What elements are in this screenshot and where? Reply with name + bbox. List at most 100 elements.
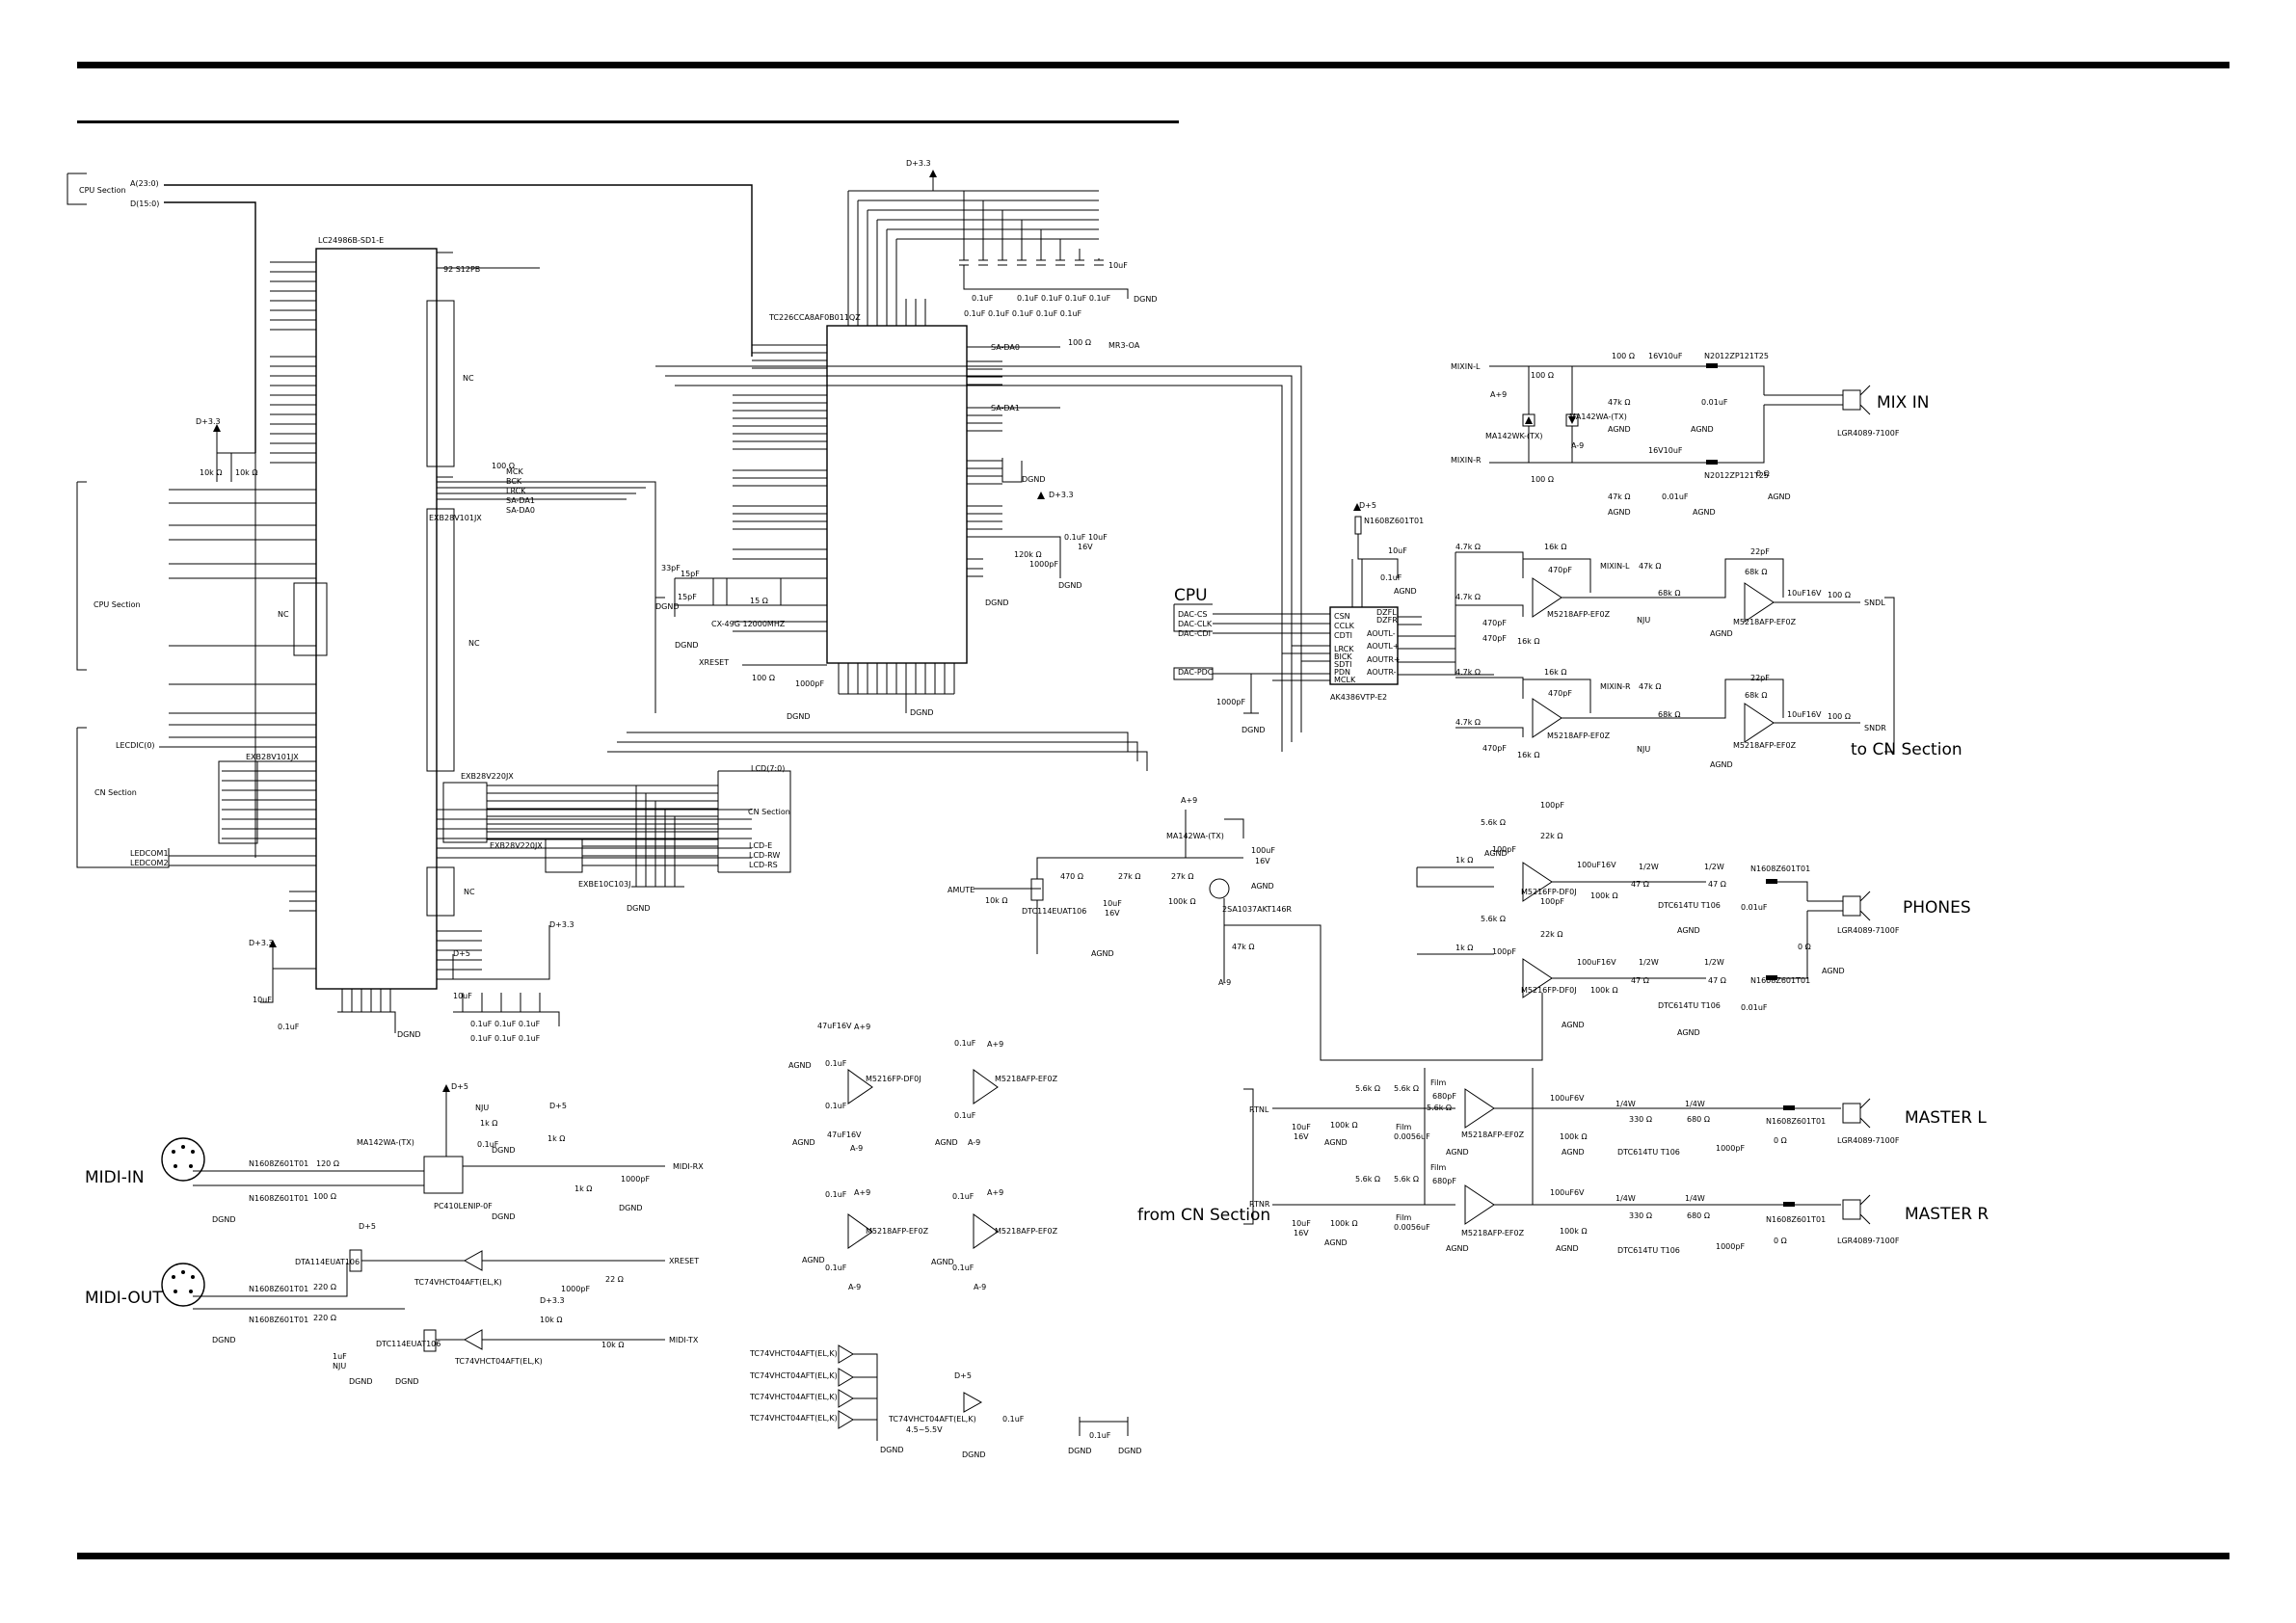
svg-text:DTC114EUAT106: DTC114EUAT106 [376, 1340, 441, 1348]
from-cn-section-label: from CN Section [1137, 1206, 1270, 1225]
svg-text:100uF16V: 100uF16V [1577, 861, 1616, 869]
addr-bus-label: A(23:0) [130, 179, 159, 188]
svg-text:N1608Z601T01: N1608Z601T01 [249, 1285, 308, 1293]
svg-text:LRCK: LRCK [506, 487, 526, 495]
svg-text:470pF: 470pF [1548, 689, 1572, 698]
svg-text:TC74VHCT04AFT(EL,K): TC74VHCT04AFT(EL,K) [749, 1393, 838, 1401]
svg-text:AGND: AGND [802, 1256, 825, 1264]
mixin-r-label: MIXIN-R [1451, 456, 1482, 465]
svg-text:16V: 16V [1255, 857, 1270, 865]
svg-text:N1608Z601T01: N1608Z601T01 [1750, 865, 1810, 873]
svg-text:AGND: AGND [1691, 425, 1714, 434]
svg-text:NJU: NJU [333, 1362, 346, 1370]
svg-text:100k Ω: 100k Ω [1590, 891, 1618, 900]
svg-text:0.1uF: 0.1uF [477, 1140, 499, 1149]
gate-array-ic: LC24986B-SD1-E 92 S12PB [169, 236, 752, 990]
svg-text:N2012ZP121T25: N2012ZP121T25 [1704, 471, 1769, 480]
svg-text:Film: Film [1396, 1123, 1411, 1131]
svg-text:NJU: NJU [1637, 745, 1650, 754]
svg-text:220 Ω: 220 Ω [313, 1314, 336, 1322]
svg-text:10uF16V: 10uF16V [1787, 589, 1822, 598]
svg-text:1000pF: 1000pF [561, 1285, 590, 1293]
svg-text:10uF: 10uF [253, 996, 272, 1004]
svg-text:470pF: 470pF [1482, 744, 1507, 753]
master-l-stage: RTNL 10uF 16V 100k Ω 5.6k Ω 5.6k Ω Film … [1243, 1078, 1987, 1225]
svg-text:33pF: 33pF [661, 564, 681, 572]
svg-text:100k Ω: 100k Ω [1330, 1219, 1358, 1228]
svg-text:DGND: DGND [397, 1030, 421, 1039]
cpu-section-label-left: CPU Section [93, 600, 141, 609]
svg-text:47k Ω: 47k Ω [1232, 943, 1254, 951]
svg-text:100uF6V: 100uF6V [1550, 1094, 1585, 1103]
svg-text:M5218AFP-EF0Z: M5218AFP-EF0Z [866, 1227, 929, 1236]
lcd-bus-label: LCD(7:0) [751, 764, 785, 773]
svg-text:470pF: 470pF [1482, 634, 1507, 643]
svg-text:0.1uF 0.1uF 0.1uF: 0.1uF 0.1uF 0.1uF [470, 1020, 541, 1028]
clock-resistors: 100 Ω MCK BCK LRCK SA-DA1 SA-DA0 EXB28V1… [429, 462, 656, 559]
svg-text:1uF: 1uF [333, 1352, 347, 1361]
svg-text:MCK: MCK [506, 467, 523, 476]
svg-text:N1608Z601T01: N1608Z601T01 [1364, 517, 1424, 525]
svg-text:680 Ω: 680 Ω [1687, 1115, 1710, 1124]
buffer-part-label: TC74VHCT04AFT(EL,K) [888, 1415, 976, 1423]
svg-text:330 Ω: 330 Ω [1629, 1115, 1652, 1124]
svg-text:100k Ω: 100k Ω [1590, 986, 1618, 995]
svg-text:15pF: 15pF [681, 570, 700, 578]
svg-text:0.1uF 10uF: 0.1uF 10uF [1064, 533, 1108, 542]
d33-label-ga2: D+3.3 [549, 920, 574, 929]
svg-text:DGND: DGND [619, 1204, 643, 1212]
d5-label-midi: D+5 [451, 1082, 468, 1091]
d5-label-midi2: D+5 [549, 1102, 567, 1110]
svg-text:AOUTR+: AOUTR+ [1367, 655, 1401, 664]
svg-text:15pF: 15pF [678, 593, 697, 601]
svg-text:AOUTL-: AOUTL- [1367, 629, 1396, 638]
cpu-section-label-top: CPU Section [79, 186, 126, 195]
svg-text:100k Ω: 100k Ω [1330, 1121, 1358, 1130]
cap-10uf-top: 10uF [1108, 261, 1128, 270]
svg-text:10uF: 10uF [1292, 1219, 1311, 1228]
svg-text:NJU: NJU [475, 1104, 489, 1112]
svg-text:0.1uF: 0.1uF [278, 1023, 300, 1031]
svg-text:AOUTL+: AOUTL+ [1367, 642, 1400, 651]
svg-text:SA-DA0: SA-DA0 [506, 506, 535, 515]
svg-text:TC74VHCT04AFT(EL,K): TC74VHCT04AFT(EL,K) [454, 1357, 543, 1366]
svg-text:120k Ω: 120k Ω [1014, 550, 1042, 559]
sndl-label: SNDL [1864, 599, 1885, 607]
d5-label-codec: D+5 [1359, 501, 1376, 510]
svg-text:SA-DA1: SA-DA1 [506, 496, 535, 505]
svg-text:1/2W: 1/2W [1639, 863, 1659, 871]
svg-text:A+9: A+9 [854, 1188, 870, 1197]
svg-text:1000pF: 1000pF [1216, 698, 1245, 706]
svg-text:AGND: AGND [1556, 1244, 1579, 1253]
svg-text:100 Ω: 100 Ω [1828, 591, 1851, 599]
gate-array-part-label: LC24986B-SD1-E [318, 236, 384, 245]
photocoupler-label: PC410LENIP-0F [434, 1202, 493, 1211]
svg-text:DGND: DGND [212, 1336, 236, 1344]
cn-section-label-left: CN Section [94, 788, 137, 797]
svg-text:AGND: AGND [1677, 1028, 1700, 1037]
svg-text:AGND: AGND [1608, 508, 1631, 517]
svg-text:4.7k Ω: 4.7k Ω [1455, 718, 1481, 727]
svg-text:0.01uF: 0.01uF [1741, 1003, 1768, 1012]
cpu-section-left: CPU Section CN Section [76, 481, 141, 868]
svg-text:SA-DA0: SA-DA0 [991, 343, 1020, 352]
mixin-l-label-2: MIXIN-L [1600, 562, 1630, 571]
svg-text:AGND: AGND [931, 1258, 954, 1266]
svg-text:DGND: DGND [492, 1212, 516, 1221]
svg-text:0.1uF: 0.1uF [825, 1190, 847, 1199]
svg-text:10uF16V: 10uF16V [1787, 710, 1822, 719]
svg-text:92 S12PB: 92 S12PB [443, 265, 480, 274]
svg-text:0 Ω: 0 Ω [1756, 469, 1770, 478]
transistor-mute-label: DTC114EUAT106 [1022, 907, 1086, 916]
svg-text:100 Ω: 100 Ω [1531, 475, 1554, 484]
to-cn-section-label: to CN Section [1851, 740, 1962, 759]
svg-text:0.0056uF: 0.0056uF [1394, 1132, 1430, 1141]
svg-text:68k Ω: 68k Ω [1658, 710, 1680, 719]
svg-text:TC74VHCT04AFT(EL,K): TC74VHCT04AFT(EL,K) [749, 1349, 838, 1358]
svg-text:DGND: DGND [349, 1377, 373, 1386]
svg-text:DTC614TU T106: DTC614TU T106 [1658, 1001, 1721, 1010]
svg-text:1/2W: 1/2W [1704, 863, 1724, 871]
svg-text:1000pF: 1000pF [1716, 1242, 1745, 1251]
dram-power: DGND D+3.3 0.1uF 10uF 16V 120k Ω 1000pF … [985, 458, 1108, 607]
